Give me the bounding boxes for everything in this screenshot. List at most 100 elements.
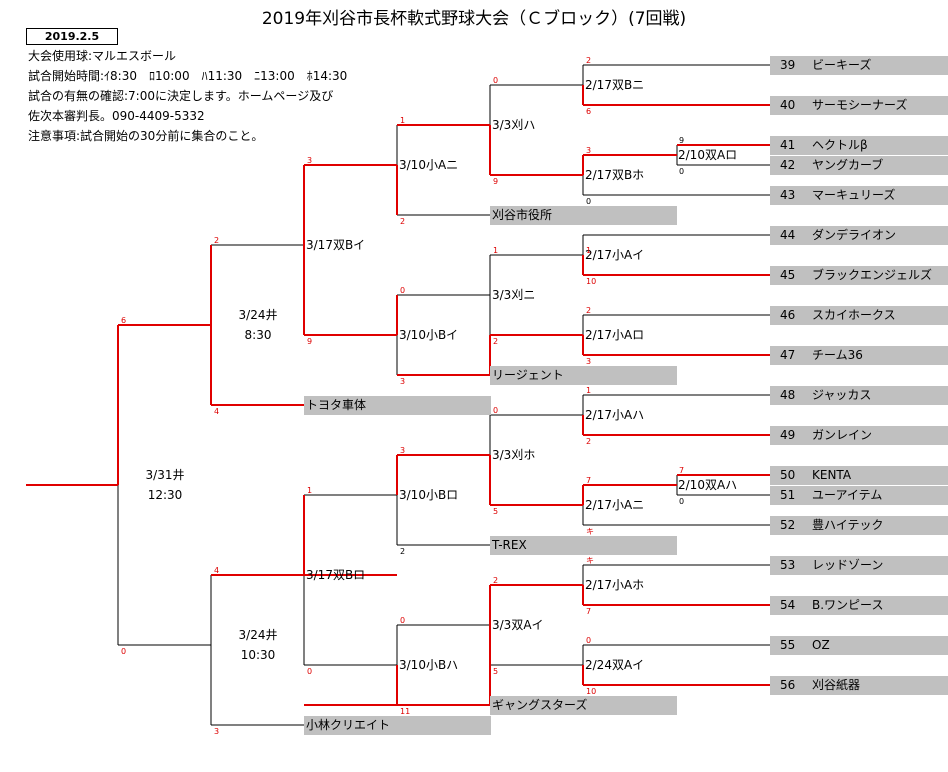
score: 7 — [586, 607, 592, 616]
match-label: 3/10小Aニ — [399, 158, 459, 172]
match-label: 3/10小Bイ — [399, 328, 459, 342]
score: 3 — [400, 377, 406, 386]
score: 2 — [400, 547, 406, 556]
score: 2 — [586, 56, 592, 65]
score: 0 — [586, 636, 592, 645]
score: 9 — [679, 136, 685, 145]
score: 11 — [400, 707, 411, 716]
team-regent: リージェント — [490, 366, 677, 385]
score: 1 — [307, 486, 313, 495]
final-label: 3/31井 — [145, 468, 185, 482]
match-label: 3/3刈ハ — [492, 118, 536, 132]
info-referee: 佐次本審判長。090-4409-5332 — [28, 109, 205, 123]
match-label: 3/24井 — [238, 628, 278, 642]
score: 1 — [400, 116, 406, 125]
match-label: 3/17双Bロ — [306, 568, 366, 582]
score: 1 — [493, 246, 499, 255]
info-confirmation: 試合の有無の確認:7:00に決定します。ホームページ及び — [28, 89, 334, 103]
match-label: 2/17双Bニ — [585, 78, 645, 92]
match-label: 3/24井 — [238, 308, 278, 322]
score: 9 — [307, 337, 313, 346]
match-label: 2/17小Aハ — [585, 408, 645, 422]
info-notes: 注意事項:試合開始の30分前に集合のこと。 — [28, 129, 264, 143]
score: 2 — [214, 236, 220, 245]
score: 3 — [214, 727, 220, 736]
final-time: 12:30 — [147, 488, 183, 502]
score: キ — [586, 527, 594, 536]
team-toyota-shatai: トヨタ車体 — [304, 396, 491, 415]
info-start-times: 試合開始時間:ｲ8:30 ﾛ10:00 ﾊ11:30 ﾆ13:00 ﾎ14:30 — [28, 69, 348, 83]
score: 5 — [493, 507, 499, 516]
match-label: 2/10双Aロ — [678, 148, 738, 162]
score: 3 — [400, 446, 406, 455]
score: 4 — [214, 566, 220, 575]
score: 6 — [121, 316, 127, 325]
score: 6 — [586, 107, 592, 116]
score: 0 — [679, 497, 685, 506]
team-t-rex: T-REX — [490, 536, 677, 555]
score: キ — [586, 556, 594, 565]
team-gangsters: ギャングスターズ — [490, 696, 677, 715]
match-label: 3/10小Bロ — [399, 488, 459, 502]
score: 0 — [679, 167, 685, 176]
page-title: 2019年刈谷市長杯軟式野球大会（Ｃブロック）(7回戦) — [261, 9, 687, 29]
score: 3 — [586, 357, 592, 366]
score: 5 — [493, 667, 499, 676]
score: 0 — [307, 667, 313, 676]
score: 0 — [493, 76, 499, 85]
match-label: 2/17双Bホ — [585, 168, 645, 182]
score: 2 — [586, 437, 592, 446]
score: 3 — [307, 156, 313, 165]
score: 1 — [586, 386, 592, 395]
score: 0 — [400, 286, 406, 295]
score: 2 — [400, 217, 406, 226]
score: 10 — [586, 277, 597, 286]
score: 0 — [121, 647, 127, 656]
score: 0 — [586, 197, 592, 206]
score: 10 — [586, 687, 597, 696]
score: 0 — [493, 406, 499, 415]
match-label: 2/24双Aイ — [585, 658, 645, 672]
score: 3 — [586, 146, 592, 155]
match-label: 3/3刈ニ — [492, 288, 536, 302]
match-label: 3/3双Aイ — [492, 618, 544, 632]
match-label: 2/17小Aイ — [585, 248, 645, 262]
score: 9 — [493, 177, 499, 186]
score: 0 — [400, 616, 406, 625]
match-time: 10:30 — [240, 648, 276, 662]
match-label: 3/10小Bハ — [399, 658, 459, 672]
match-label: 2/17小Aロ — [585, 328, 645, 342]
match-label: 2/17小Aホ — [585, 578, 645, 592]
match-label: 3/3刈ホ — [492, 448, 536, 462]
score: 2 — [586, 306, 592, 315]
score: 2 — [493, 576, 499, 585]
match-label: 3/17双Bイ — [306, 238, 366, 252]
score: 4 — [214, 407, 220, 416]
winner-lines — [26, 85, 770, 706]
match-time: 8:30 — [244, 328, 272, 342]
team-kariya-city-hall: 刈谷市役所 — [490, 206, 677, 225]
score: 7 — [586, 476, 592, 485]
match-label: 2/10双Aハ — [678, 478, 738, 492]
score: 7 — [679, 466, 685, 475]
match-label: 2/17小Aニ — [585, 498, 645, 512]
info-ball: 大会使用球:マルエスボール — [28, 49, 177, 63]
date-box: 2019.2.5 — [26, 28, 118, 45]
